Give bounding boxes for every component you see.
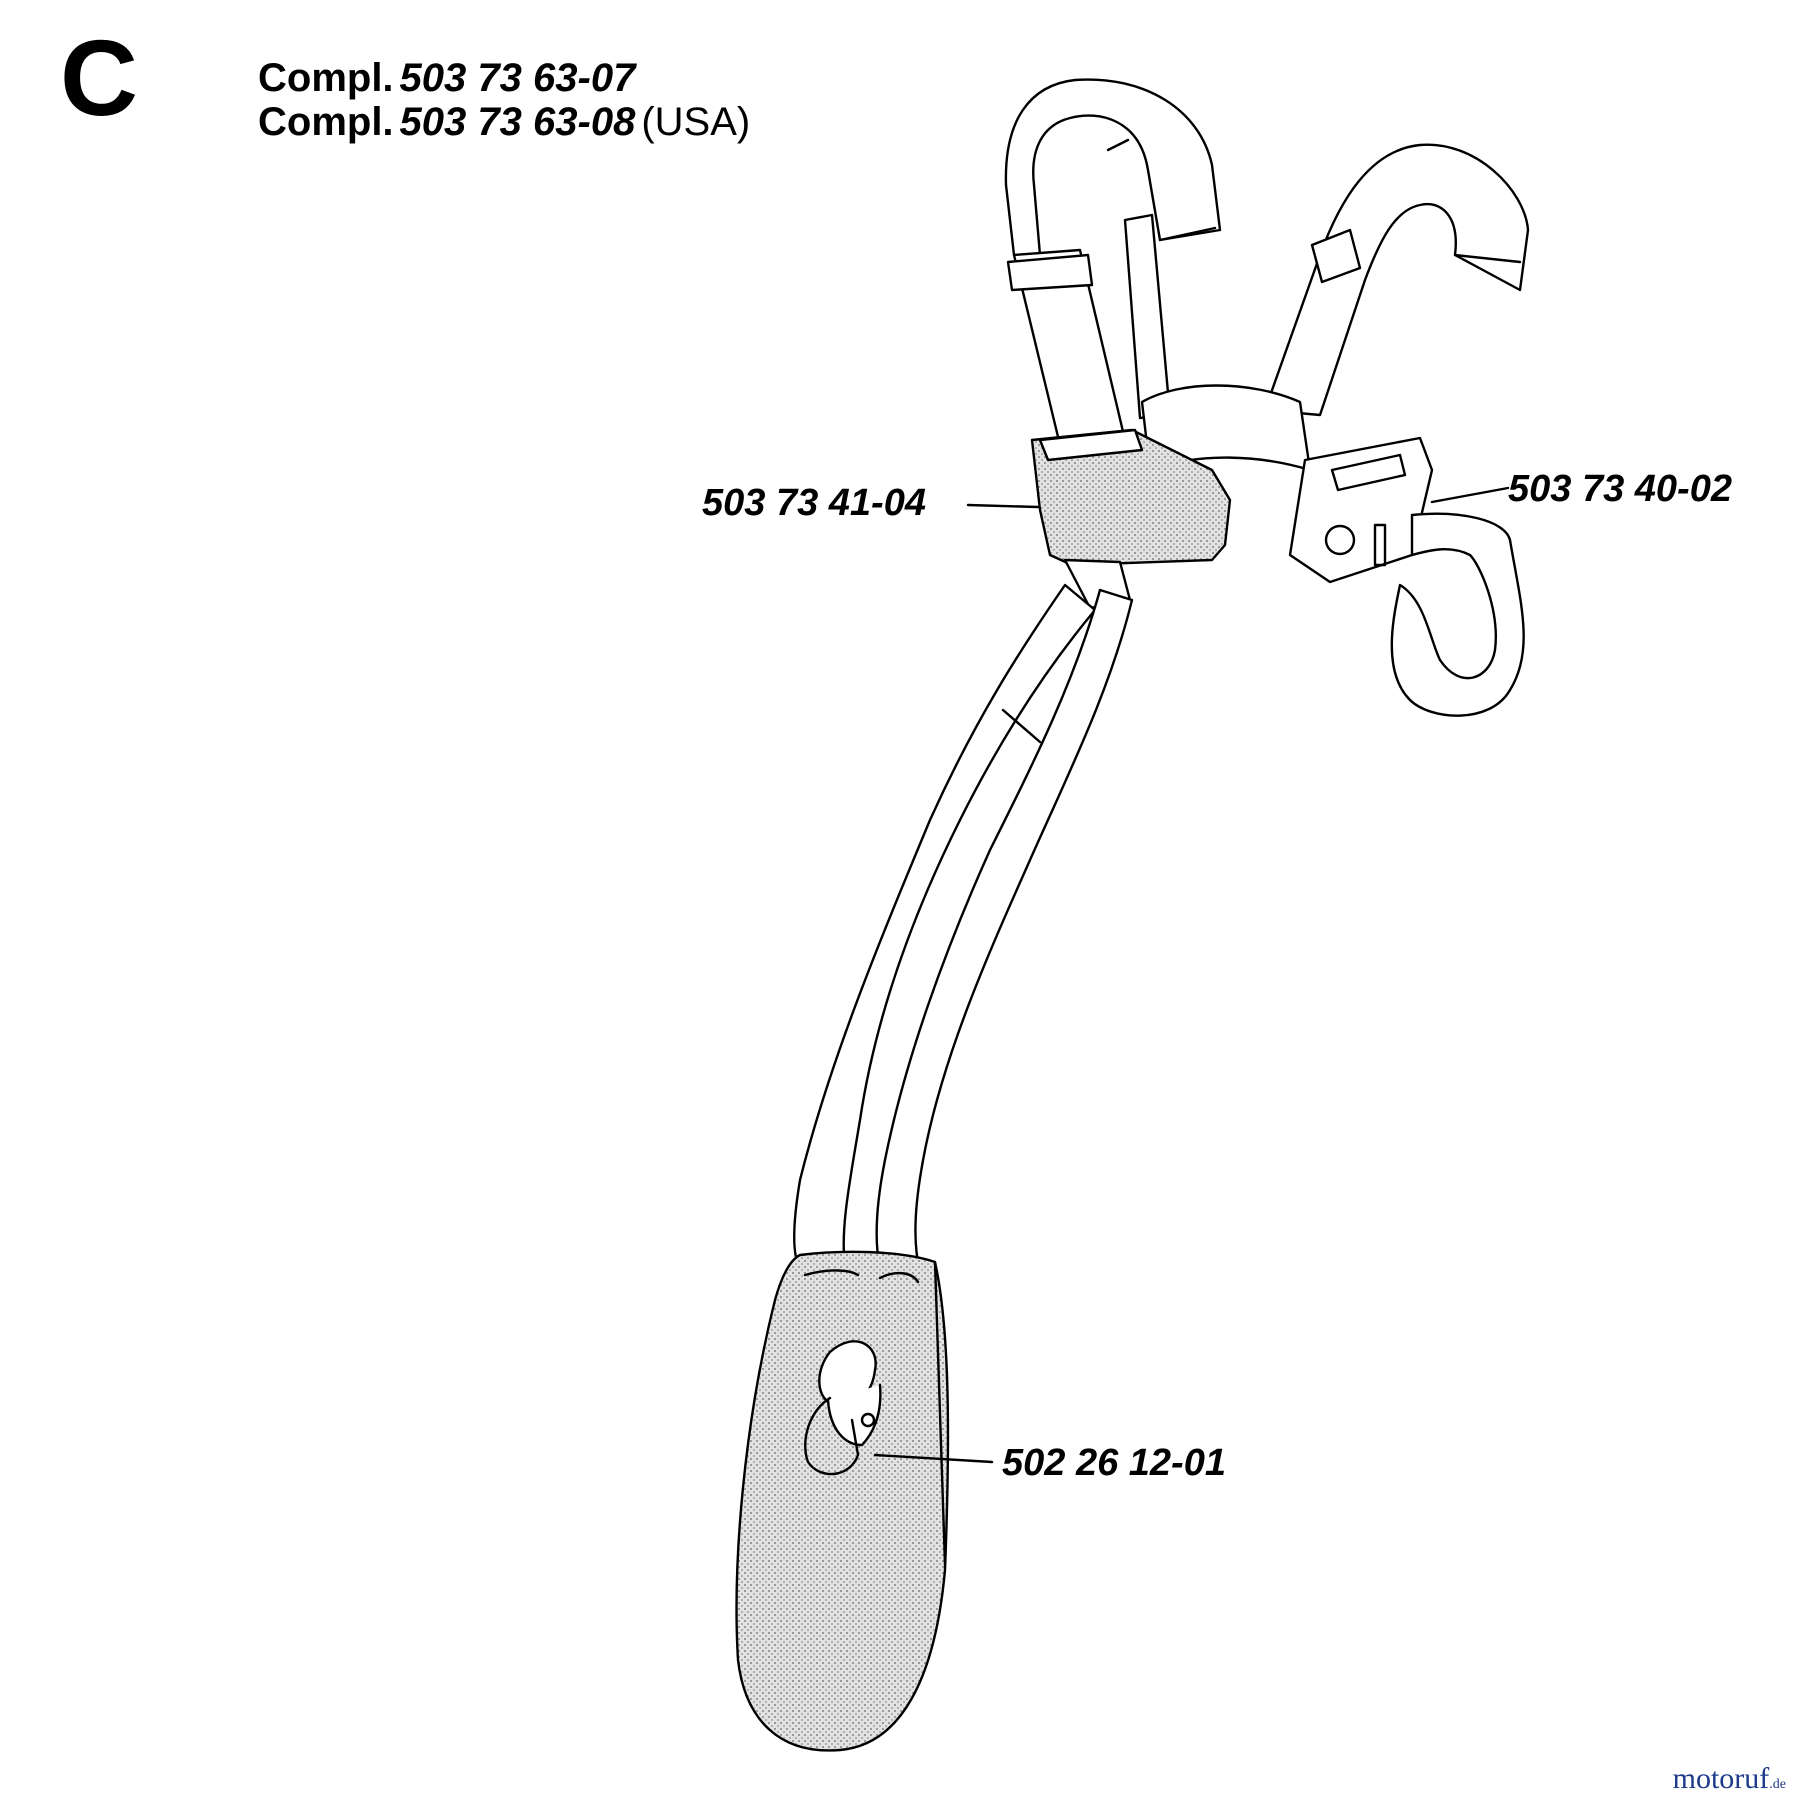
hook-hip-pad [735,1250,950,1752]
part-label-hook-hip-pad: 502 26 12-01 [1002,1442,1226,1484]
leader-line-buckle [1430,486,1510,504]
part-label-buckle-plate: 503 73 40-02 [1508,468,1732,510]
leader-line-hook [873,1453,994,1464]
buckle-plate [1288,436,1434,584]
watermark-name: motoruf [1672,1762,1770,1795]
right-shoulder-strap [1263,143,1530,417]
watermark-tld: .de [1769,1777,1786,1792]
hip-strap [793,583,1134,1274]
assembly-line-1: Compl.503 73 63-07 [258,58,635,98]
watermark-logo: motoruf.de [1673,1764,1786,1794]
assembly-part-number: 503 73 63-07 [399,56,636,100]
leader-line-pad [966,503,1040,509]
assembly-line-2: Compl.503 73 63-08(USA) [258,102,750,142]
assembly-region-suffix: (USA) [641,100,751,144]
assembly-part-number: 503 73 63-08 [399,100,636,144]
waist-belt-right [1390,512,1525,717]
part-label-shoulder-pad: 503 73 41-04 [702,482,926,524]
snap-hook [804,1340,882,1476]
assembly-label: Compl. [258,56,394,100]
section-letter: C [60,17,138,138]
left-shoulder-strap [1004,78,1222,447]
assembly-label: Compl. [258,100,394,144]
